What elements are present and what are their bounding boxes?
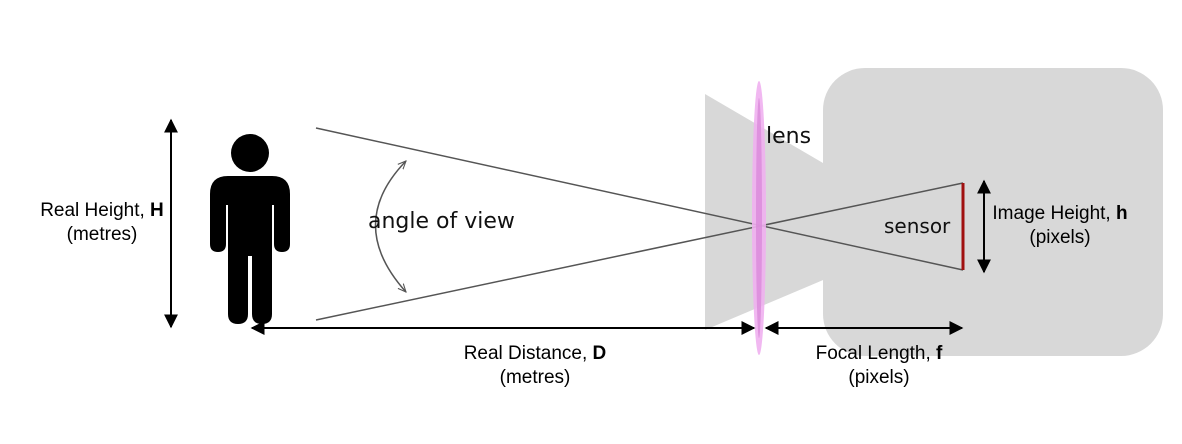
image-height-text: Image Height, (992, 203, 1116, 224)
camera-lens-cone (705, 94, 835, 330)
real-distance-unit: (metres) (499, 367, 571, 388)
focal-length-text: Focal Length, (815, 343, 937, 364)
real-height-symbol: H (150, 200, 164, 221)
angle-of-view-label: angle of view (368, 209, 515, 234)
focal-length-label: Focal Length, f (pixels) (800, 342, 958, 390)
real-distance-symbol: D (592, 343, 607, 364)
real-distance-label: Real Distance, D (metres) (455, 342, 615, 390)
real-height-label: Real Height, H (metres) (28, 199, 176, 247)
real-height-text: Real Height, (40, 200, 151, 221)
ray-bottom (315, 182, 964, 321)
real-height-unit: (metres) (66, 224, 138, 245)
person-icon (210, 134, 290, 324)
focal-length-unit: (pixels) (848, 367, 910, 388)
ray-top (315, 127, 964, 271)
sensor-label: sensor (884, 214, 951, 238)
lens-core (756, 98, 762, 338)
lens-label: lens (766, 124, 812, 149)
image-height-symbol: h (1115, 203, 1128, 224)
image-height-unit: (pixels) (1029, 227, 1091, 248)
real-distance-text: Real Distance, (463, 343, 593, 364)
camera-body (823, 68, 1163, 356)
angle-of-view-arc (374, 161, 407, 292)
focal-length-symbol: f (936, 343, 943, 364)
image-height-label: Image Height, h (pixels) (986, 202, 1134, 250)
